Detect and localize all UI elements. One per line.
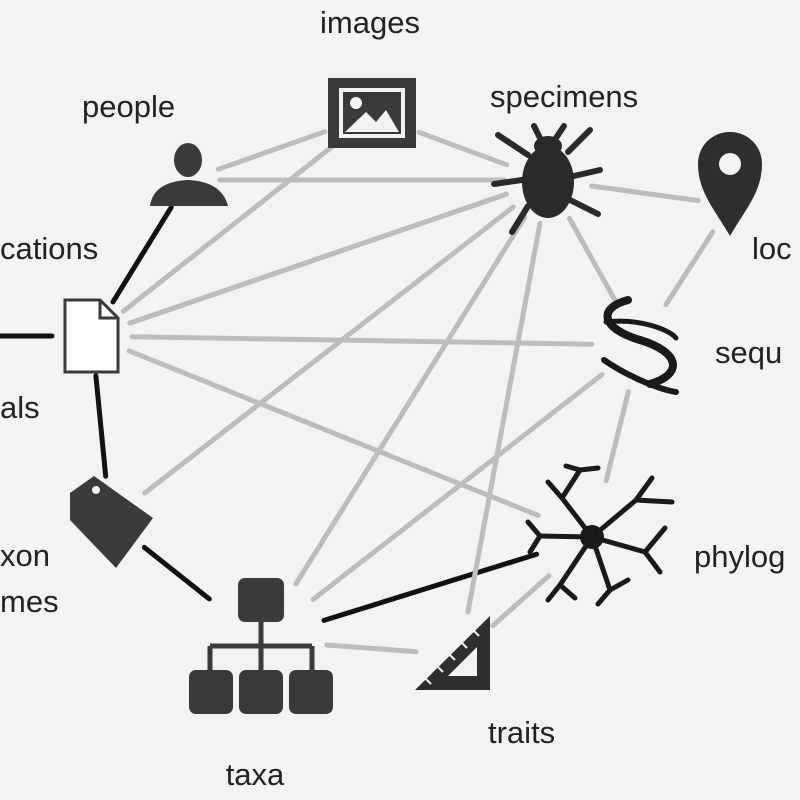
edge-specimens-taxon-names (142, 204, 516, 496)
edges-layer (0, 129, 716, 655)
edge-publications-phylogenies (126, 348, 541, 518)
node-label-taxa: taxa (225, 757, 285, 792)
node-label-taxon-names: xon mes (0, 538, 59, 619)
edge-images-specimens (416, 129, 510, 168)
tag-icon (70, 476, 153, 568)
edge-taxon-names-taxa (141, 544, 212, 602)
bug-icon (491, 123, 603, 235)
edge-people-images (215, 129, 328, 172)
icons-layer (63, 78, 762, 714)
edge-publications-sequences (129, 334, 595, 347)
image-icon (328, 78, 416, 148)
edge-sequences-taxa (310, 372, 605, 602)
edge-people-publications (110, 204, 174, 305)
node-label-journals: als (0, 390, 40, 425)
edge-images-publications (120, 143, 336, 314)
dna-icon (601, 296, 679, 395)
edge-specimens-taxa (293, 214, 528, 587)
edge-taxa-phylogenies (321, 551, 540, 623)
edge-localities-sequences (663, 229, 716, 308)
set-square-icon (415, 616, 490, 690)
edge-sequences-phylogenies (603, 389, 631, 484)
edge-publications-taxon-names (93, 373, 109, 479)
edge-publications-specimens (127, 191, 509, 326)
edge-taxa-traits (324, 642, 419, 655)
node-label-traits: traits (488, 715, 556, 750)
node-label-phylogenies: phylog (694, 539, 786, 574)
edge-specimens-traits (465, 220, 543, 615)
node-label-specimens: specimens (490, 79, 639, 114)
document-icon (63, 298, 120, 374)
node-label-localities: loc (752, 231, 792, 266)
node-label-publications: cations (0, 231, 99, 266)
edge-specimens-sequences (566, 215, 620, 306)
edge-phylogenies-traits (490, 573, 552, 629)
person-icon (150, 143, 228, 206)
phylogeny-tree-icon (525, 463, 675, 607)
edge-specimens-localities (589, 183, 701, 204)
map-pin-icon (698, 132, 762, 236)
hierarchy-icon (189, 578, 333, 714)
node-label-sequences: sequ (715, 335, 783, 370)
node-label-people: people (82, 89, 176, 124)
node-label-images: images (320, 5, 420, 40)
